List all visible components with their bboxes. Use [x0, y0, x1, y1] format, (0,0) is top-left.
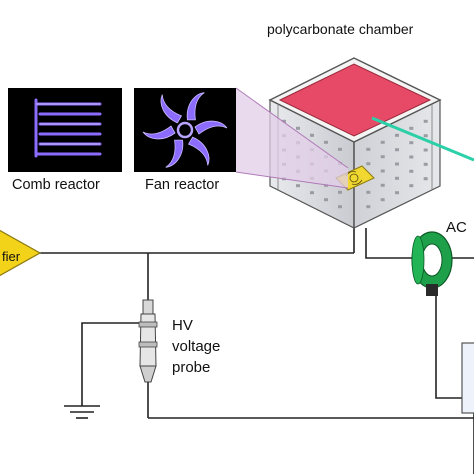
wall-hole [282, 119, 286, 123]
ground-symbol-icon [64, 405, 100, 419]
hv-probe-label-line3: probe [172, 359, 210, 376]
wall-hole [338, 205, 342, 209]
hv-probe-icon [138, 299, 158, 383]
wall-hole [395, 133, 399, 137]
right-instrument-box [461, 342, 474, 414]
wall-hole [380, 140, 385, 144]
wall-hole [366, 190, 371, 194]
wall-hole [423, 148, 428, 152]
wall-hole [395, 176, 399, 180]
wall-hole [423, 177, 428, 181]
wall-hole [310, 191, 314, 195]
wall-hole [296, 184, 300, 188]
wall-hole [310, 133, 314, 137]
wall-hole [380, 183, 385, 187]
wall-hole [423, 162, 428, 166]
wall-hole [423, 134, 428, 138]
wall-hole [409, 184, 414, 188]
hv-probe-label-line2: voltage [172, 338, 220, 355]
hv-probe-label-line1: HV [172, 317, 193, 334]
wall-hole [366, 162, 371, 166]
wall-hole [409, 169, 414, 173]
wall-hole [324, 140, 328, 144]
wall-hole [366, 147, 371, 151]
wall-hole [423, 119, 428, 123]
wall-hole [380, 155, 385, 159]
wall-hole [366, 205, 371, 209]
wall-hole [338, 190, 342, 194]
fan-blade [160, 94, 183, 124]
current-probe-ring-icon [411, 231, 453, 296]
chamber-label: polycarbonate chamber [267, 21, 414, 37]
fan-blade [186, 92, 205, 121]
wall-hole [395, 191, 399, 195]
wall-hole [296, 126, 300, 130]
wiring [36, 228, 474, 474]
fan-blade [142, 125, 176, 140]
wall-hole [409, 141, 414, 145]
fan-blade [194, 120, 228, 135]
fan-blade [187, 136, 210, 166]
ac-label: AC [446, 219, 467, 236]
amplifier: fier [0, 229, 42, 277]
fan-blade [165, 139, 184, 168]
wall-hole [409, 155, 414, 159]
wall-hole [395, 162, 399, 166]
wall-hole [324, 198, 328, 202]
zoom-indicator [235, 87, 349, 189]
wall-hole [409, 126, 414, 130]
wall-hole [395, 148, 399, 152]
fan-reactor-image [134, 88, 236, 172]
wall-hole [338, 147, 342, 151]
wall-hole [380, 169, 385, 173]
amplifier-label: fier [2, 249, 21, 264]
comb-reactor-label: Comb reactor [12, 177, 100, 193]
wall-hole [380, 198, 385, 202]
fan-reactor-label: Fan reactor [145, 177, 219, 193]
comb-reactor-image [8, 88, 122, 172]
